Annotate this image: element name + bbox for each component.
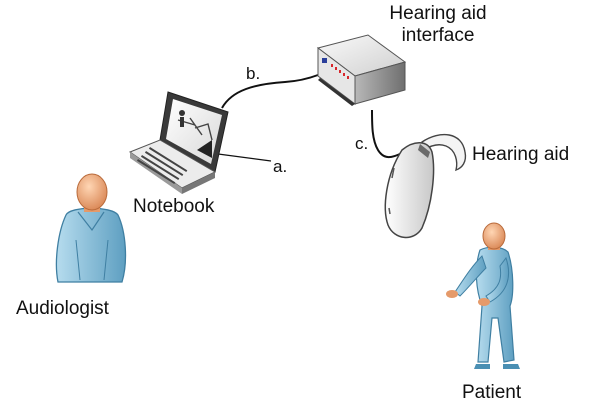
notebook-icon	[128, 91, 229, 194]
hearing-aid-interface-icon	[316, 34, 407, 106]
connector-label-b: b.	[246, 64, 261, 83]
patient-figure	[446, 222, 520, 369]
hearing-aid-icon	[384, 133, 467, 239]
hearing-aid-label: Hearing aid	[472, 144, 570, 165]
interface-label-line2: interface	[401, 25, 475, 46]
patient-label: Patient	[462, 382, 522, 403]
audiologist-label: Audiologist	[16, 298, 109, 319]
interface-label: Hearing aid interface	[358, 3, 518, 47]
connector-label-a: a.	[273, 157, 288, 176]
audiologist-figure	[55, 173, 127, 283]
connector-label-c: c.	[355, 134, 369, 153]
interface-label-line1: Hearing aid	[389, 3, 487, 24]
cable-interface-to-hearing-aid	[371, 109, 403, 159]
notebook-label: Notebook	[133, 196, 215, 217]
cable-notebook-to-interface	[221, 74, 319, 109]
